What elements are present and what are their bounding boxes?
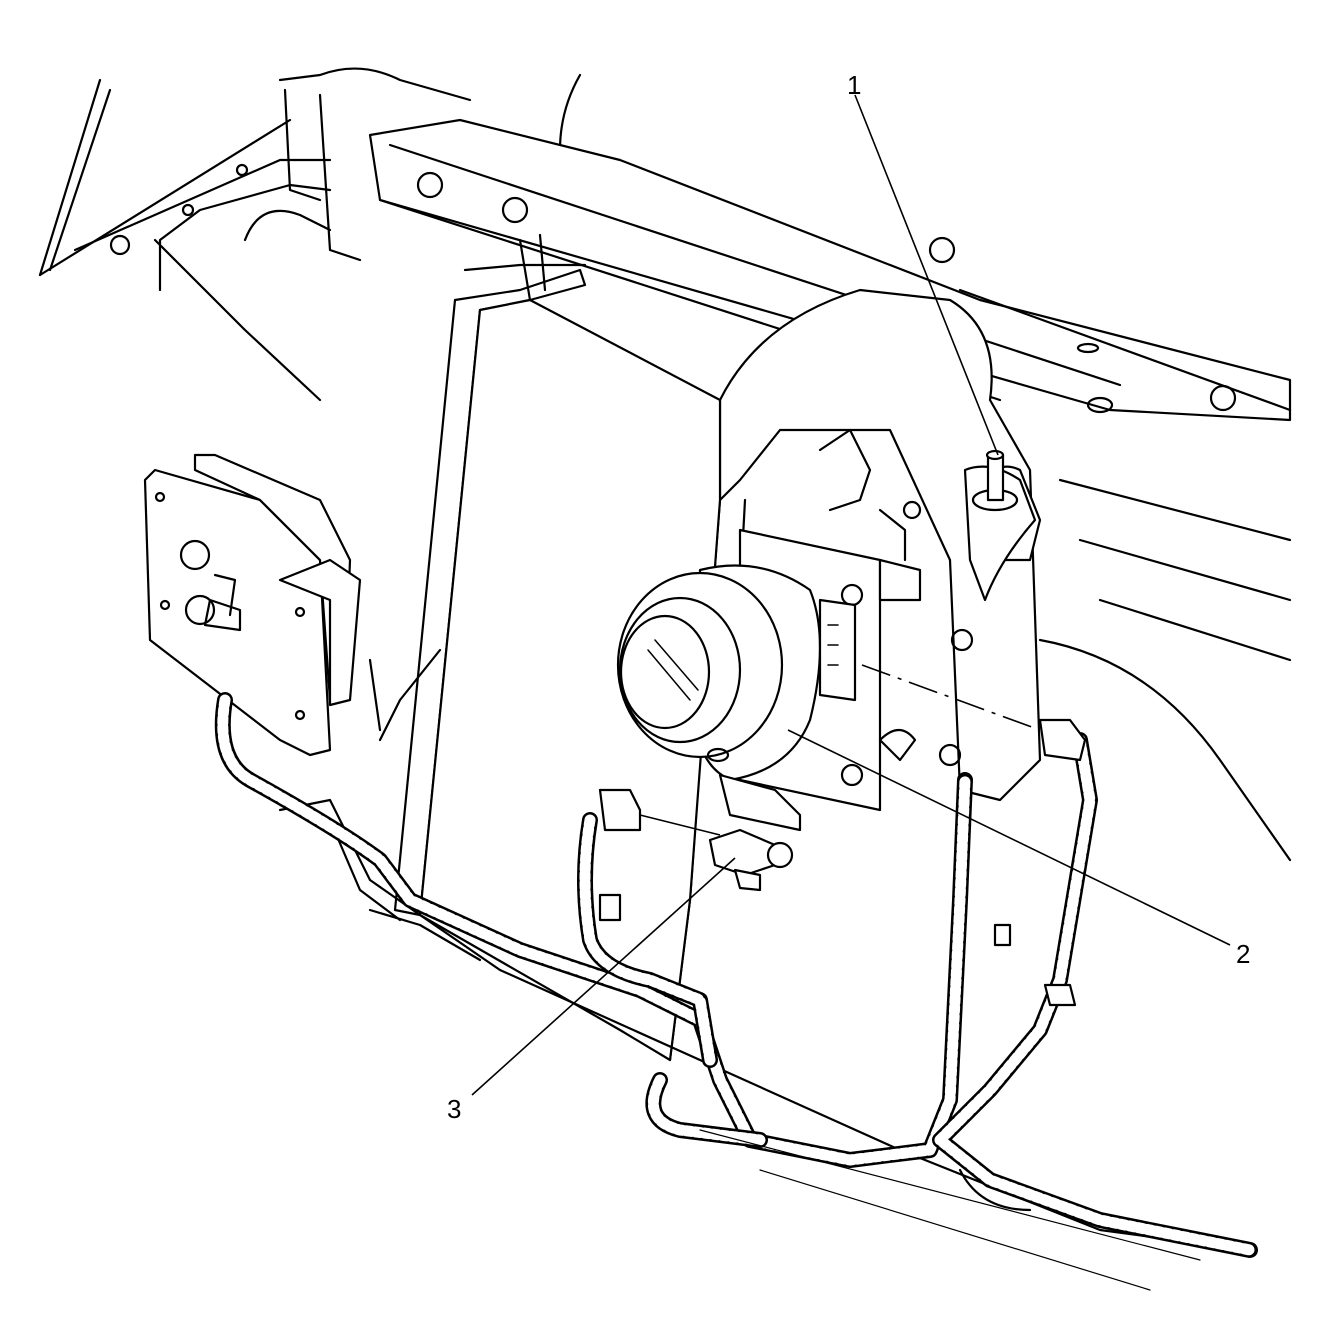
leader-line-1 [854,94,999,456]
wiring-harness [214,692,1258,1291]
left-bumper-bracket [143,453,362,757]
callout-label-3: 3 [447,1094,461,1124]
harness-connectors [598,718,1087,1007]
component-2-unit [616,564,857,782]
leader-line-connector [861,664,1041,731]
leader-line-connector-3 [639,814,721,836]
left-inner-fender-panel [38,78,332,402]
right-fender-outline [1038,478,1292,862]
upper-radiator-support [278,67,1292,422]
component-3-sensor [706,747,802,892]
leader-line-3 [471,857,736,1096]
leader-line-2 [787,729,1231,946]
radiator-core [393,233,722,1062]
callout-label-2: 2 [1236,939,1250,969]
callout-label-1: 1 [847,70,861,100]
callout-leaders [471,94,1231,1096]
component-1-stud [963,449,1037,602]
